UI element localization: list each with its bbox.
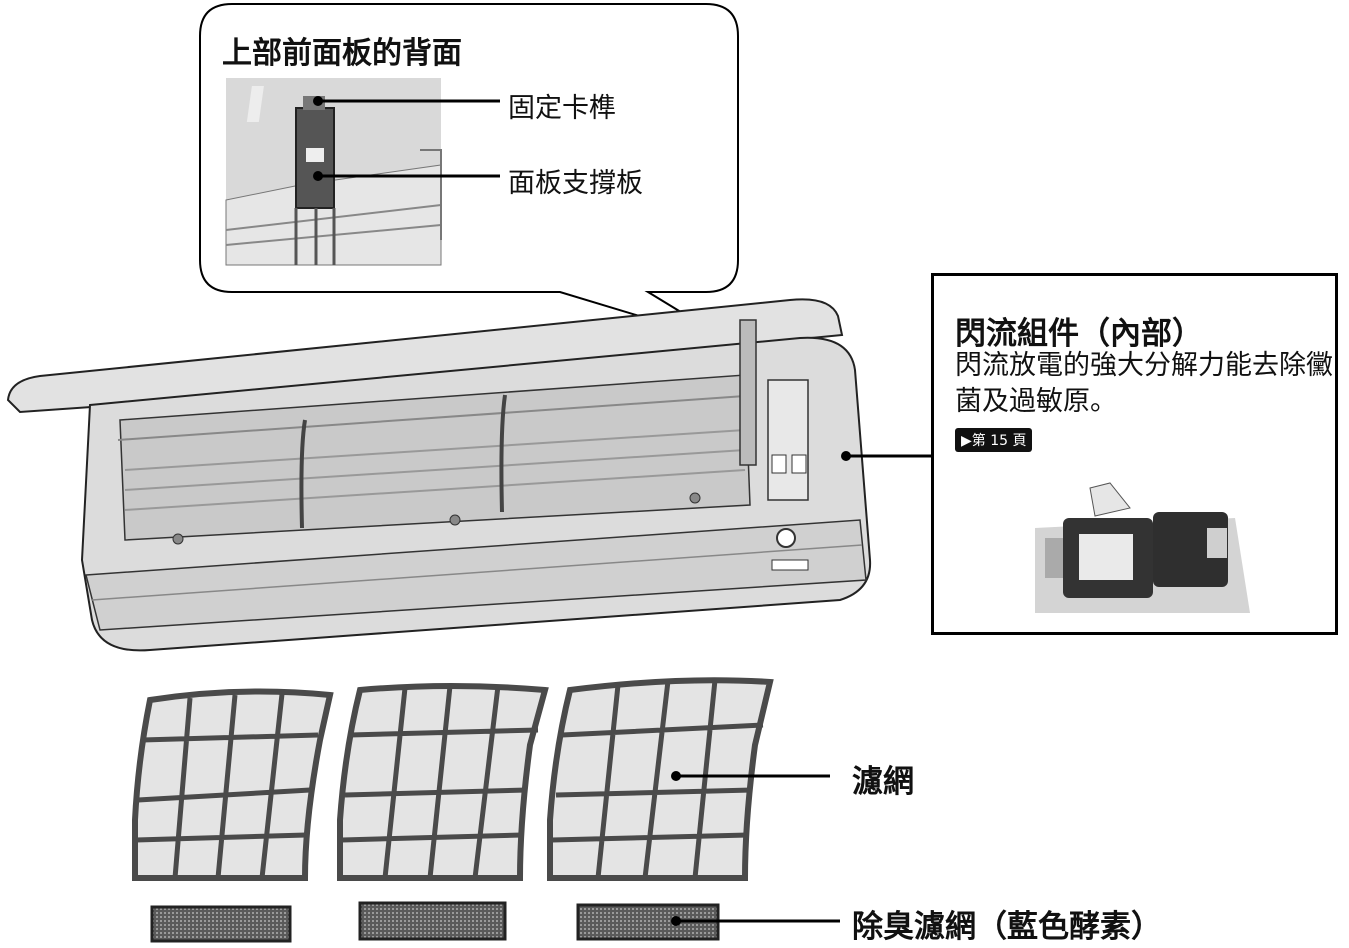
air-filter-2: [337, 683, 549, 881]
deodorizing-leader-dot: [671, 916, 681, 926]
air-filter-3: [547, 677, 774, 881]
panel-back-photo: [225, 78, 442, 266]
callout-title: 上部前面板的背面: [222, 36, 462, 71]
flash-leader-dot: [841, 451, 851, 461]
flash-streamer-description: 閃流放電的強大分解力能去除黴菌及過敏原。: [955, 350, 1333, 417]
indoor-unit: [6, 298, 872, 652]
deodorizing-filter-2: [358, 901, 507, 941]
deodorizing-filter-label: 除臭濾網（藍色酵素）: [852, 909, 1162, 945]
stopper-label: 固定卡榫: [508, 93, 616, 124]
support-plate-label: 面板支撐板: [508, 168, 643, 199]
flash-streamer-unit-photo: [1035, 478, 1250, 613]
deodorizing-filter-1: [150, 905, 292, 943]
stopper-leader-dot: [313, 96, 323, 106]
air-filter-leader-dot: [671, 771, 681, 781]
support-leader-dot: [313, 171, 323, 181]
page-reference-badge[interactable]: ▶第 15 頁: [955, 428, 1033, 452]
air-filter-1: [132, 688, 334, 881]
air-filter-label: 濾網: [852, 764, 914, 800]
flash-streamer-title: 閃流組件（內部）: [955, 316, 1203, 352]
